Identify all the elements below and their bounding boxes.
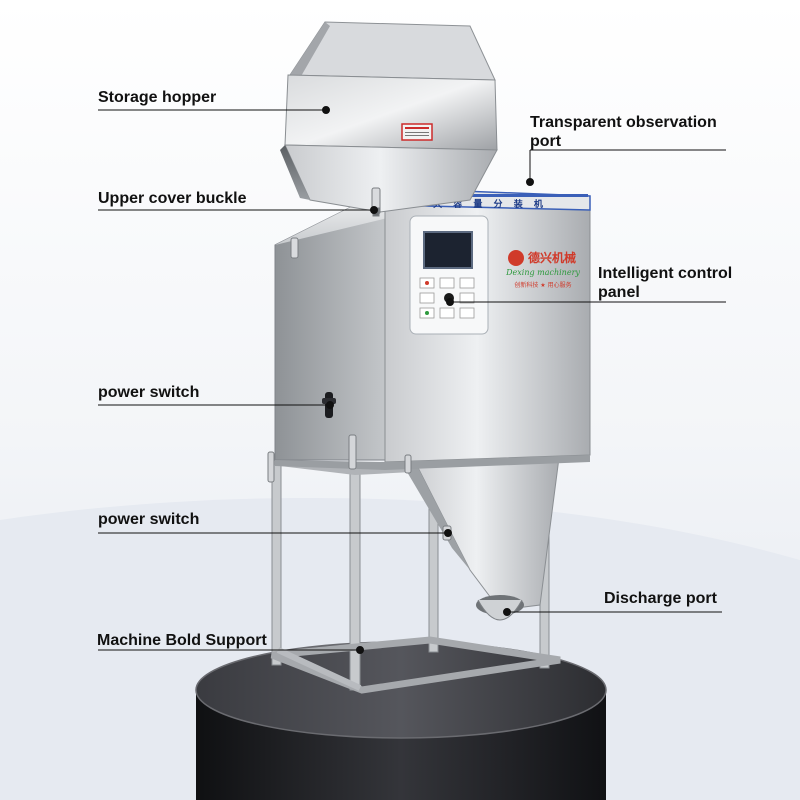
brand-name-cn: 德兴机械 bbox=[528, 250, 576, 265]
label-intelligent-control-panel: Intelligent control panel bbox=[598, 264, 798, 302]
control-panel-buttons bbox=[419, 277, 475, 319]
label-observation-port-line1: Transparent observation bbox=[530, 114, 717, 131]
storage-hopper bbox=[280, 21, 498, 213]
brand-logo-icon bbox=[508, 250, 524, 266]
control-panel bbox=[409, 215, 489, 335]
leader-lines bbox=[98, 106, 726, 654]
label-power-switch-upper: power switch bbox=[98, 384, 200, 401]
brand-logo: 德兴机械 Dexing machinery 创新科技 ★ 用心服务 bbox=[505, 250, 580, 289]
label-storage-hopper: Storage hopper bbox=[98, 89, 217, 106]
label-power-switch-lower: power switch bbox=[98, 511, 200, 528]
control-panel-screen bbox=[423, 231, 473, 269]
label-discharge-port: Discharge port bbox=[604, 590, 717, 607]
label-machine-bold-support: Machine Bold Support bbox=[97, 632, 267, 649]
label-observation-port-line2: port bbox=[530, 133, 562, 150]
discharge-cone bbox=[400, 447, 561, 621]
label-control-panel-line1: Intelligent control bbox=[598, 265, 733, 282]
label-upper-cover-buckle: Upper cover buckle bbox=[98, 190, 247, 207]
brand-slogan: 创新科技 ★ 用心服务 bbox=[514, 281, 571, 289]
label-control-panel-line2: panel bbox=[598, 284, 640, 301]
brand-name-en: Dexing machinery bbox=[505, 268, 580, 277]
label-transparent-observation-port: Transparent observation port bbox=[530, 113, 730, 151]
